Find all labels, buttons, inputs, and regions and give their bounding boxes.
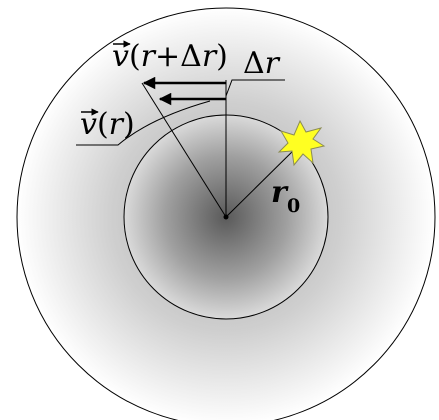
label-delta-r: Δr <box>243 46 281 81</box>
v-r-leader <box>76 100 211 146</box>
label-delta: Δ <box>180 39 202 74</box>
label-var-r-3: r <box>109 107 125 142</box>
label-v-r-plus-dr-vector: v <box>112 39 129 74</box>
label-v-r-vector: v <box>80 107 97 142</box>
center-point <box>223 214 229 220</box>
label-paren-close-2: ) <box>123 107 135 142</box>
label-r0-var: r <box>271 175 289 210</box>
label-paren-open: ( <box>129 39 141 74</box>
label-delta-r-var: r <box>265 46 281 81</box>
label-v-r-plus-dr: v(r+Δr) <box>112 39 228 74</box>
label-var-r2: r <box>202 39 218 74</box>
label-r0-subscript: 0 <box>287 195 300 217</box>
label-r0: r <box>271 175 289 210</box>
label-plus: + <box>155 39 180 74</box>
label-paren-open-2: ( <box>97 107 109 142</box>
label-paren-close: ) <box>216 39 228 74</box>
delta-r-leader <box>225 79 285 97</box>
label-var-r: r <box>141 39 157 74</box>
r0-radius-line <box>225 143 301 218</box>
label-v-r: v(r) <box>80 107 135 142</box>
label-delta-r-delta: Δ <box>243 46 265 81</box>
radius-line-diagonal <box>141 82 227 218</box>
burst-star-icon <box>277 119 326 167</box>
